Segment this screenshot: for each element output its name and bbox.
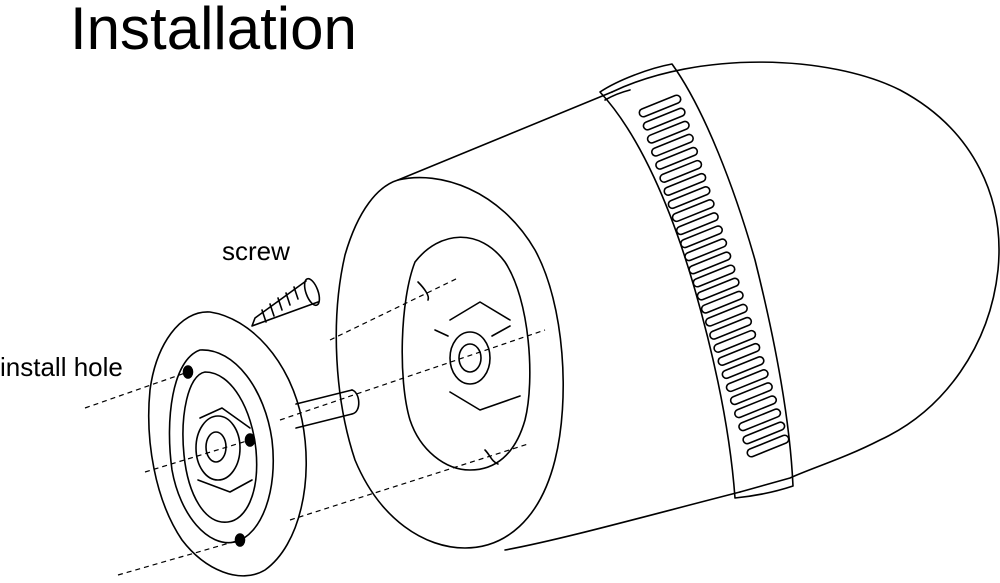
clamp-slot <box>688 251 732 275</box>
clamp-slot <box>667 185 711 210</box>
clamp-slot <box>684 238 728 262</box>
page-title: Installation <box>70 0 357 62</box>
camera-housing <box>397 61 1000 551</box>
clamp-slot <box>646 120 690 144</box>
clamp-slot <box>692 264 736 288</box>
clamp-slot <box>738 408 782 432</box>
clamp-slot <box>655 146 699 170</box>
clamp-slot <box>742 421 786 445</box>
clamp-slot <box>650 133 694 157</box>
clamp-slot <box>675 212 719 236</box>
clamp-slot <box>734 395 778 419</box>
clamp-slot <box>638 94 682 118</box>
clamp-slot <box>725 369 769 393</box>
clamp-slot <box>671 199 715 223</box>
clamp-slot <box>642 107 686 131</box>
mounting-bracket <box>147 311 360 577</box>
clamp-slot <box>709 316 753 340</box>
clamp-slot <box>663 172 707 197</box>
clamp-slot <box>696 277 740 301</box>
screw <box>251 277 321 327</box>
clamp-slot <box>729 382 773 406</box>
alignment-lines <box>84 277 546 576</box>
hose-clamp <box>599 63 794 499</box>
install-hole-label: install hole <box>0 352 123 382</box>
clamp-slot <box>700 290 744 314</box>
clamp-slots <box>638 94 790 458</box>
camera-front-face <box>335 176 564 549</box>
clamp-slot <box>704 303 748 327</box>
screw-label: screw <box>222 236 290 266</box>
clamp-slot <box>680 225 724 249</box>
clamp-slot <box>717 342 761 367</box>
clamp-slot <box>721 355 765 380</box>
clamp-slot <box>713 329 757 353</box>
clamp-slot <box>746 434 790 458</box>
clamp-slot <box>659 159 703 183</box>
